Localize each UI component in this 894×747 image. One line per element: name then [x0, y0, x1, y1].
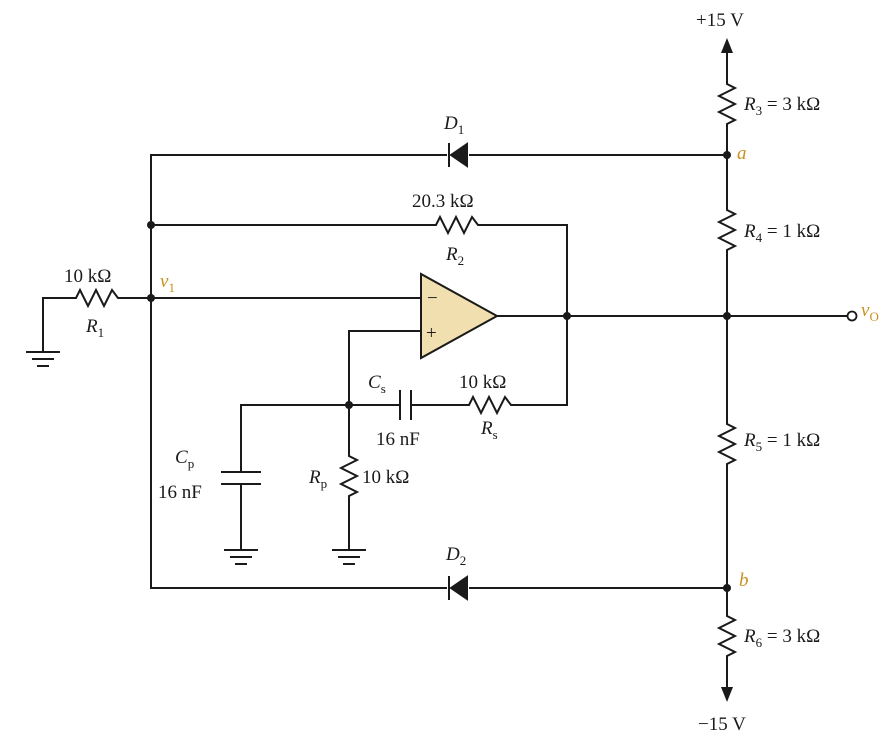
resistor-r5-icon: [716, 419, 738, 469]
junction-output-rail: [723, 312, 731, 320]
wire-noninverting-input: [348, 330, 422, 406]
op-amp-noninverting-sign: +: [426, 323, 437, 344]
positive-supply-arrow-icon: [721, 38, 733, 53]
r2-name-label: R2: [445, 244, 464, 268]
junction-b: [723, 584, 731, 592]
ground-cp-icon: [224, 549, 258, 565]
r5-label: R5 = 1 kΩ: [743, 430, 820, 454]
junction-a: [723, 151, 731, 159]
ground-rp-icon: [332, 549, 366, 565]
negative-supply-label: −15 V: [698, 714, 746, 735]
node-vo-label: vO: [861, 300, 879, 324]
r1-name-label: R1: [85, 316, 104, 340]
op-amp: − +: [420, 272, 500, 360]
r3-label: R3 = 3 kΩ: [743, 94, 820, 118]
resistor-r4-icon: [716, 204, 738, 256]
junctions: [147, 151, 731, 592]
d2-label: D2: [445, 544, 466, 568]
junction-r2-left: [147, 221, 155, 229]
output-terminal: [846, 310, 858, 322]
d1-label: D1: [443, 113, 464, 137]
rs-value-label: 10 kΩ: [459, 372, 506, 393]
rs-name-label: Rs: [480, 418, 498, 442]
wire-r1-ground: [42, 297, 73, 351]
diode-d2-icon: [448, 575, 468, 601]
junction-cs-rp: [345, 401, 353, 409]
rp-value-label: 10 kΩ: [362, 467, 409, 488]
diode-d1-icon: [448, 142, 468, 168]
node-v1-label: v1: [160, 271, 175, 295]
wire-r2-right: [481, 224, 568, 406]
op-amp-inverting-sign: −: [427, 288, 438, 309]
cs-name-label: Cs: [368, 372, 386, 396]
capacitor-cs-icon: [399, 390, 412, 420]
resistor-r2-icon: [431, 214, 483, 236]
junction-opamp-out: [563, 312, 571, 320]
resistor-rp-icon: [338, 451, 360, 503]
capacitor-cp-icon: [221, 471, 261, 485]
cp-value-label: 16 nF: [158, 482, 202, 503]
r4-label: R4 = 1 kΩ: [743, 221, 820, 245]
resistor-r6-icon: [716, 611, 738, 661]
junction-v1: [147, 294, 155, 302]
ground-r1-icon: [26, 351, 60, 367]
resistor-r1-icon: [71, 287, 123, 309]
r2-value-label: 20.3 kΩ: [412, 191, 474, 212]
positive-supply-label: +15 V: [696, 10, 744, 31]
node-a-label: a: [737, 143, 747, 164]
op-amp-body: [420, 272, 500, 360]
resistor-r3-icon: [716, 79, 738, 126]
wires: [42, 51, 849, 691]
cs-value-label: 16 nF: [376, 429, 420, 450]
cp-name-label: Cp: [175, 447, 194, 471]
node-b-label: b: [739, 570, 749, 591]
resistor-rs-icon: [464, 394, 516, 416]
negative-supply-arrow-icon: [721, 687, 733, 702]
r6-label: R6 = 3 kΩ: [743, 626, 820, 650]
rp-name-label: Rp: [308, 467, 327, 491]
r1-value-label: 10 kΩ: [64, 266, 111, 287]
